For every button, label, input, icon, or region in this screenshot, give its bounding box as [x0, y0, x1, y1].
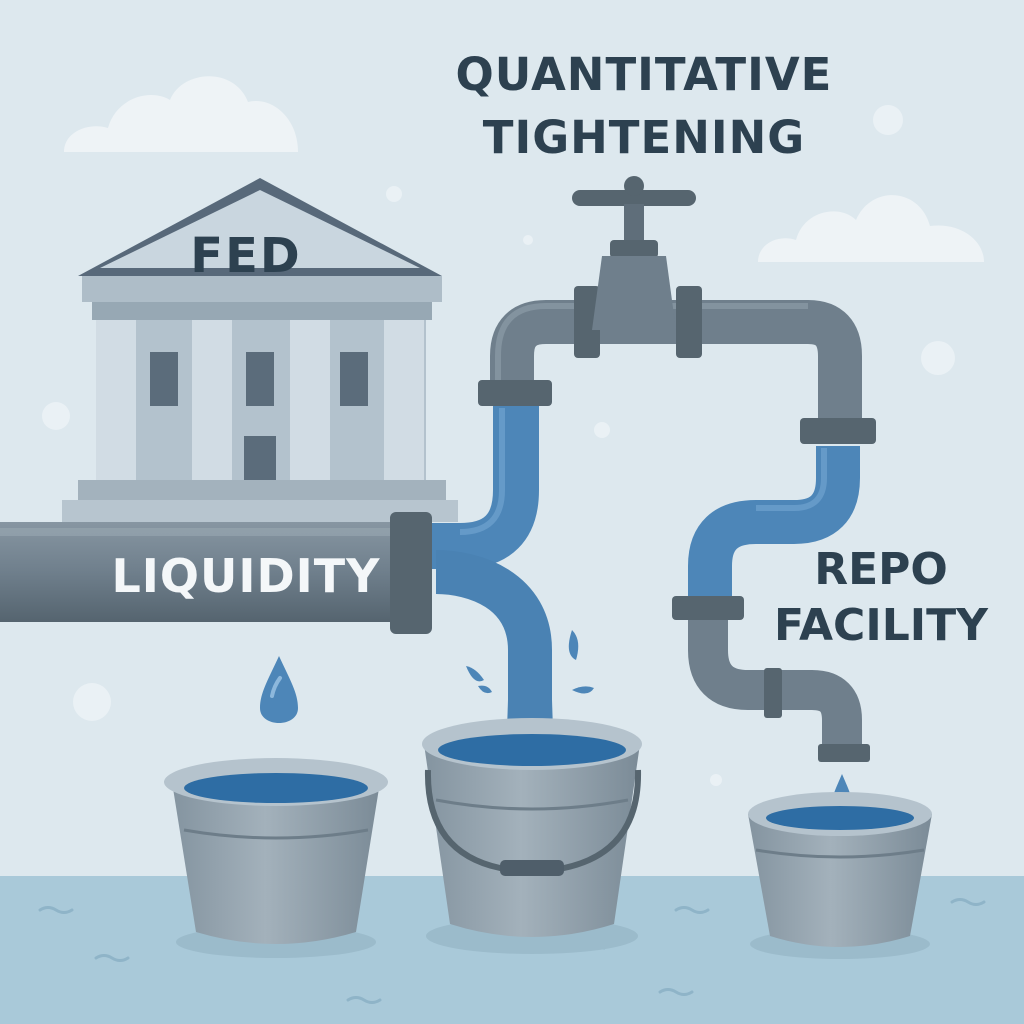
title-line-2: TIGHTENING [482, 111, 806, 164]
repo-label-line-2: FACILITY [773, 600, 988, 651]
liquidity-label: LIQUIDITY [111, 549, 381, 603]
title-line-1: QUANTITATIVE [455, 48, 833, 101]
repo-facility-label: REPO FACILITY [770, 548, 992, 648]
splash-drops [466, 630, 594, 694]
background-dots [42, 105, 955, 786]
repo-outlet-pipe [672, 596, 870, 762]
water-valve-icon [572, 176, 696, 330]
cloud-icon [758, 195, 984, 262]
water-drop-icon [260, 656, 298, 723]
bucket-icon [422, 718, 642, 954]
qt-top-pipe [490, 286, 862, 424]
repo-water-pipe [688, 418, 876, 600]
left-water-pipe [432, 380, 552, 736]
liquidity-pipe [0, 512, 432, 634]
cloud-icon [64, 76, 298, 152]
bucket-icon [164, 758, 388, 958]
repo-label-line-1: REPO [814, 544, 948, 595]
quantitative-tightening-title: QUANTITATIVE TIGHTENING [452, 52, 836, 160]
bank-building-icon [62, 178, 458, 522]
fed-label: FED [190, 228, 302, 284]
bucket-icon [748, 792, 932, 959]
